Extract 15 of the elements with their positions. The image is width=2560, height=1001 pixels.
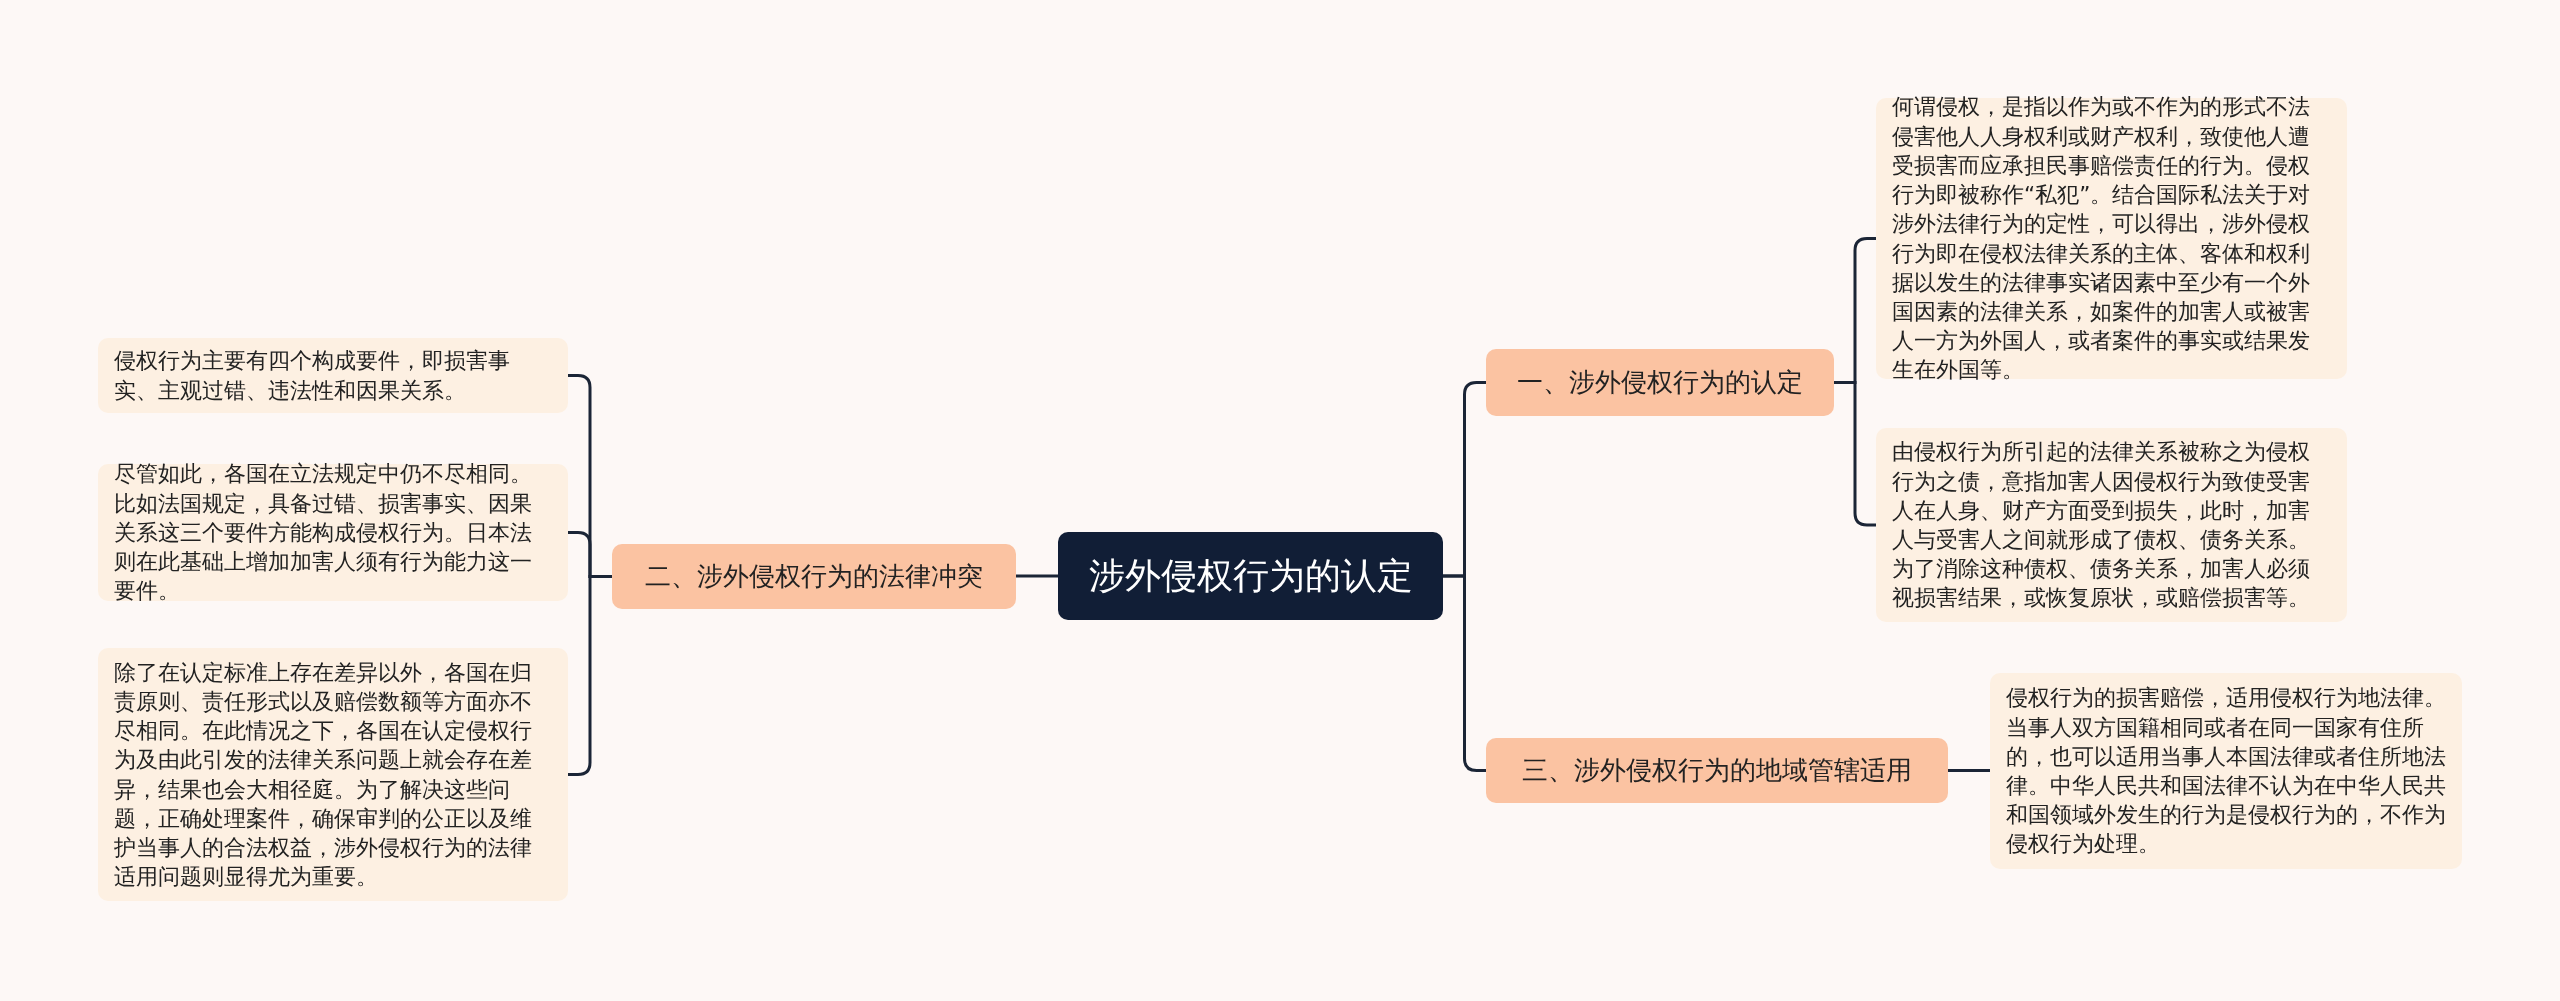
topic-box: 一、涉外侵权行为的认定 [1486,349,1834,416]
text-card: 何谓侵权，是指以作为或不作为的形式不法侵害他人人身权利或财产权利，致使他人遭受损害而应承担民事赔偿责任的行为。侵权行为即被称作“私犯”。结合国际私法关于对涉外法律行为的定性，可以得出，涉外侵权行为即在侵权法律关系的主体、客体和权利据以发生的法律事实诸因素中至少有一个外国因素的法律关系，如案件的加害人或被害人一方为外国人，或者案件的事实或结果发生在外国等。 [1876,98,2347,379]
text-card: 侵权行为的损害赔偿，适用侵权行为地法律。当事人双方国籍相同或者在同一国家有住所的，也可以适用当事人本国法律或者住所地法律。中华人民共和国法律不认为在中华人民共和国领域外发生的行为是侵权行为的，不作为侵权行为处理。 [1990,673,2462,869]
connector-line [568,575,612,776]
text-card: 由侵权行为所引起的法律关系被称之为侵权行为之债，意指加害人因侵权行为致使受害人在人身、财产方面受到损失，此时，加害人与受害人之间就形成了债权、债务关系。为了消除这种债权、债务关系，加害人必须视损害结果，或恢复原状，或赔偿损害等。 [1876,428,2347,622]
topic-box: 三、涉外侵权行为的地域管辖适用 [1486,738,1948,803]
connector-line [1016,574,1058,578]
text-card: 尽管如此，各国在立法规定中仍不尽相同。比如法国规定，具备过错、损害事实、因果关系这三个要件方能构成侵权行为。日本法则在此基础上增加加害人须有行为能力这一要件。 [98,464,568,601]
text-card: 除了在认定标准上存在差异以外，各国在归责原则、责任形式以及赔偿数额等方面亦不尽相同。在此情况之下，各国在认定侵权行为及由此引发的法律关系问题上就会存在差异，结果也会大相径庭。为了解决这些问题，正确处理案件，确保审判的公正以及维护当事人的合法权益，涉外侵权行为的法律适用问题则显得尤为重要。 [98,648,568,901]
central-topic: 涉外侵权行为的认定 [1058,532,1443,620]
connector-line [1834,381,1876,527]
connector-line [1443,574,1486,772]
connector-line [1948,769,1990,772]
text-card: 侵权行为主要有四个构成要件，即损害事实、主观过错、违法性和因果关系。 [98,338,568,413]
topic-box: 二、涉外侵权行为的法律冲突 [612,544,1016,609]
